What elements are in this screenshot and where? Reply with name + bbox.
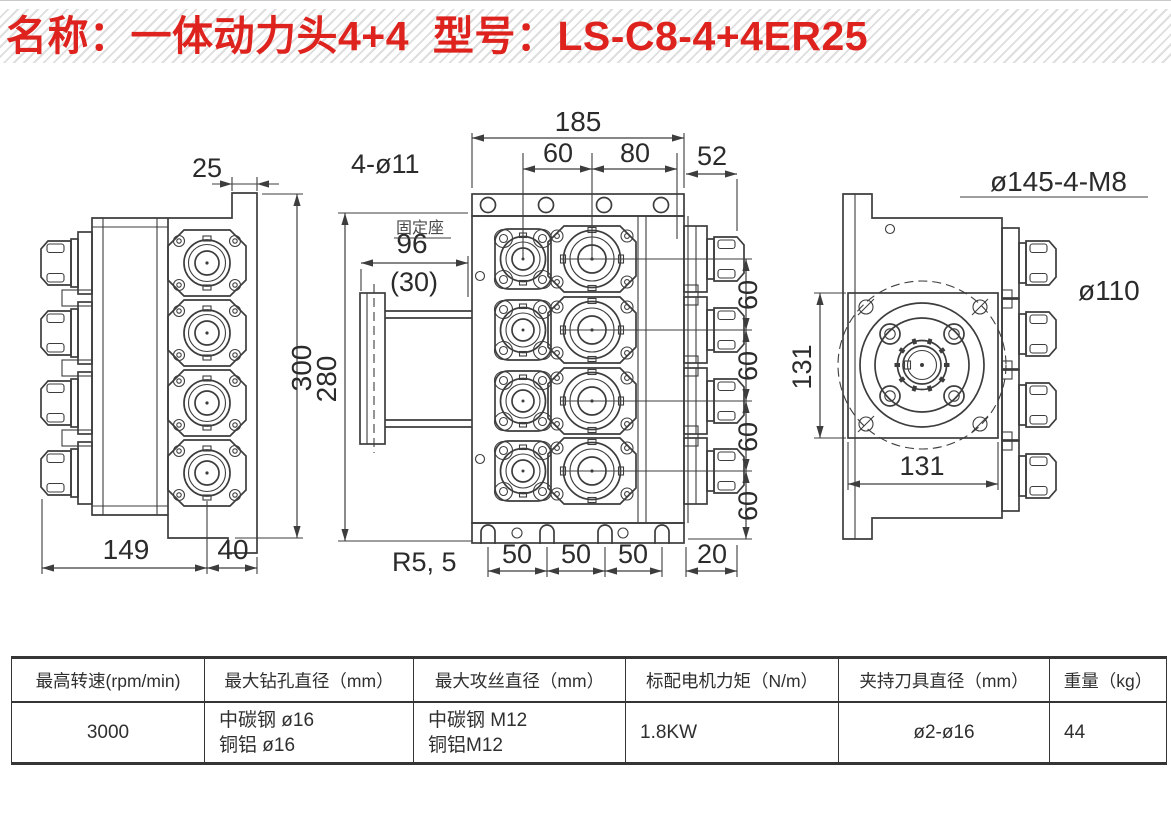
- page-title: 名称：一体动力头4+4 型号：LS-C8-4+4ER25: [6, 13, 869, 59]
- label-fixing-seat: 固定座: [396, 219, 444, 237]
- dim-slot-pitch-3: 50: [618, 539, 648, 569]
- value-tool-clamp: ø2-ø16: [838, 701, 1050, 764]
- dim-row-pitch-1: 60: [733, 280, 763, 310]
- left-view: 25 300 149 40: [40, 153, 317, 574]
- value-max-speed: 3000: [11, 701, 205, 764]
- rear-view: 131 131 ø145-4-M8 ø110: [787, 166, 1148, 540]
- dim-slot-pitch-2: 50: [561, 539, 591, 569]
- dim-left-bottom-right: 40: [217, 534, 248, 565]
- label-pilot-diameter: ø110: [1078, 275, 1140, 306]
- col-header-max-speed: 最高转速(rpm/min): [11, 657, 205, 703]
- dim-rear-square-width: 131: [899, 451, 944, 481]
- dim-row-pitch-3: 60: [733, 422, 763, 452]
- dim-row-pitch-2: 60: [733, 351, 763, 381]
- dim-rear-square-height: 131: [787, 344, 817, 389]
- value-motor-torque: 1.8KW: [625, 701, 839, 764]
- value-max-tap-steel: 中碳钢 M12: [428, 709, 528, 731]
- dim-front-width: 185: [555, 106, 602, 137]
- dim-slot-end: 20: [697, 539, 727, 569]
- col-header-max-drill: 最大钻孔直径（mm）: [204, 657, 414, 703]
- dim-front-depth-ref: (30): [390, 267, 438, 297]
- label-bolt-circle: ø145-4-M8: [990, 166, 1127, 197]
- col-header-weight: 重量（kg）: [1049, 657, 1167, 703]
- label-slot-radius: R5, 5: [392, 547, 457, 577]
- title-banner: 名称：一体动力头4+4 型号：LS-C8-4+4ER25: [0, 9, 1171, 63]
- value-max-tap: 中碳钢 M12 铜铝M12: [413, 701, 626, 764]
- front-view: 185 60 80 52 280 96 (30) 4-ø11: [311, 106, 763, 577]
- dim-front-depth: 96: [396, 228, 427, 259]
- value-max-drill-steel: 中碳钢 ø16: [219, 709, 315, 731]
- dim-left-top: 25: [192, 153, 222, 183]
- dim-front-height: 280: [311, 356, 342, 403]
- dim-front-hole-left: 60: [543, 138, 573, 168]
- value-max-drill: 中碳钢 ø16 铜铝 ø16: [204, 701, 414, 764]
- dim-front-hole-right: 80: [620, 138, 650, 168]
- value-max-tap-copper: 铜铝M12: [428, 734, 503, 756]
- col-header-motor-torque: 标配电机力矩（N/m）: [625, 657, 839, 703]
- spec-table: 最高转速(rpm/min) 最大钻孔直径（mm） 最大攻丝直径（mm） 标配电机…: [11, 656, 1167, 765]
- spec-value-row: 3000 中碳钢 ø16 铜铝 ø16 中碳钢 M12 铜铝M12 1.8KW …: [11, 701, 1167, 764]
- col-header-tool-clamp: 夹持刀具直径（mm）: [838, 657, 1050, 703]
- dim-row-pitch-4: 60: [733, 491, 763, 521]
- label-front-holes: 4-ø11: [351, 149, 420, 179]
- dim-slot-pitch-1: 50: [502, 539, 532, 569]
- value-max-drill-copper: 铜铝 ø16: [219, 734, 296, 756]
- value-weight: 44: [1049, 701, 1167, 764]
- spec-header-row: 最高转速(rpm/min) 最大钻孔直径（mm） 最大攻丝直径（mm） 标配电机…: [11, 657, 1167, 703]
- dim-left-bottom-main: 149: [103, 534, 150, 565]
- dim-front-side: 52: [697, 141, 727, 171]
- dim-left-height: 300: [286, 345, 317, 392]
- col-header-max-tap: 最大攻丝直径（mm）: [413, 657, 626, 703]
